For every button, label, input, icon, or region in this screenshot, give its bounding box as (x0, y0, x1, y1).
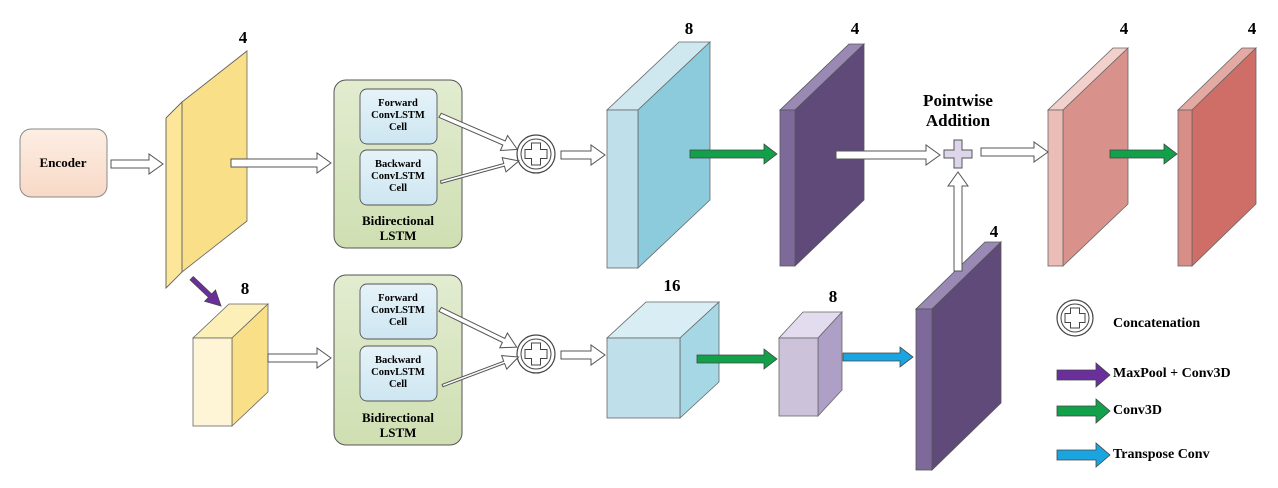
legend-conv3d-arrow (1056, 398, 1111, 424)
legend-transpose-label: Transpose Conv (1113, 447, 1210, 462)
top-backward-cell-label: Backward ConvLSTM Cell (371, 159, 425, 194)
top-concat-node (516, 134, 556, 174)
legend-concatenation-label: Concatenation (1113, 316, 1201, 331)
bottom-bilstm-label: Bidirectional LSTM (362, 410, 434, 440)
top-block-2-channels: 8 (684, 19, 694, 38)
legend-maxpool-arrow (1056, 362, 1111, 388)
arrow-bottom-backward-to-concat (441, 355, 520, 388)
top-forward-cell-label: Forward ConvLSTM Cell (371, 98, 425, 133)
arrow-top-backward-to-concat (439, 157, 521, 185)
pointwise-addition-label: Pointwise Addition (923, 91, 993, 130)
top-bilstm-box (333, 79, 463, 249)
bottom-bilstm-box (333, 274, 463, 446)
pointwise-add-node (943, 139, 973, 169)
maxpool-arrow (189, 276, 222, 307)
bottom-block-1 (191, 303, 270, 427)
encoder-label: Encoder (39, 155, 87, 170)
arrow-top-concat-to-block2 (560, 144, 606, 166)
bottom-concat-node (516, 334, 556, 374)
top-block-4 (1047, 47, 1129, 267)
legend-maxpool-label: MaxPool + Conv3D (1113, 366, 1231, 381)
arrow-bottom4-to-pointwise (947, 171, 969, 272)
top-block-3-channels: 4 (850, 19, 860, 38)
arrow-pointwise-to-block4 (980, 141, 1049, 163)
bottom-block-4-channels: 4 (989, 222, 999, 241)
top-block-1-channels: 4 (238, 28, 248, 47)
arrow-top-forward-to-concat (438, 112, 519, 152)
transpose-arrow-bottom (842, 346, 914, 368)
top-block-5 (1177, 47, 1257, 267)
arrow-bottom-forward-to-concat (438, 306, 518, 349)
arrow-bottom-concat-to-block2 (560, 344, 606, 366)
top-block-2 (605, 41, 712, 269)
top-block-5-channels: 4 (1247, 19, 1257, 38)
top-bilstm-label: Bidirectional LSTM (362, 213, 434, 243)
arrow-bottom1-to-bilstm (267, 347, 332, 369)
legend (1056, 299, 1111, 468)
bottom-block-1-channels: 8 (240, 279, 250, 298)
conv3d-arrow-top-1 (689, 143, 778, 165)
legend-transpose-arrow (1056, 442, 1111, 468)
encoder-box (19, 128, 108, 198)
conv3d-arrow-top-2 (1109, 143, 1178, 165)
arrow-block1-to-bilstm (230, 152, 332, 174)
arrow-encoder-to-block1 (110, 153, 164, 175)
bottom-forward-cell-label: Forward ConvLSTM Cell (371, 293, 425, 328)
arrow-block3-to-pointwise (835, 144, 941, 166)
legend-conv3d-label: Conv3D (1113, 403, 1163, 418)
bottom-backward-cell-label: Backward ConvLSTM Cell (371, 355, 425, 390)
conv3d-arrow-bottom (696, 348, 778, 370)
bottom-block-3-channels: 8 (828, 287, 838, 306)
bottom-block-4 (915, 241, 1002, 471)
top-block-1 (165, 50, 248, 289)
bottom-block-3 (778, 310, 843, 418)
legend-concat-icon (1056, 299, 1094, 337)
top-block-4-channels: 4 (1119, 19, 1129, 38)
top-block-3 (779, 43, 865, 267)
bottom-block-2-channels: 16 (663, 276, 681, 295)
